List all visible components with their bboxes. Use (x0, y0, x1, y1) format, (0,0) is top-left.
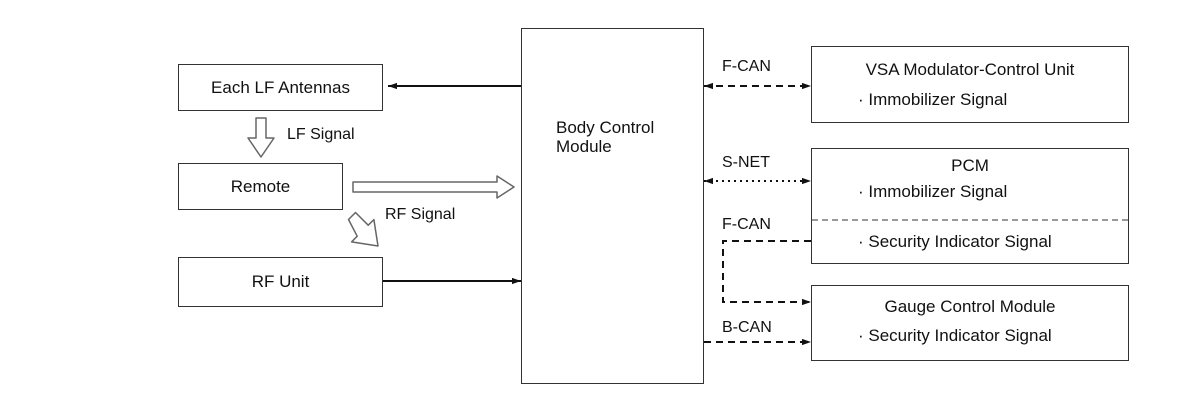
gauge-security-signal: · Security Indicator Signal (858, 326, 1052, 345)
fcan-pcm-gauge-link (722, 240, 811, 306)
pcm-divider (812, 219, 1128, 221)
rf-signal-arrow (347, 211, 379, 247)
vsa-signal: · Immobilizer Signal (858, 90, 1008, 109)
remote-label: Remote (230, 177, 291, 196)
rf-signal-label: RF Signal (385, 206, 456, 223)
pcm-security-signal: · Security Indicator Signal (858, 232, 1052, 251)
remote-to-bcm-arrow (352, 175, 515, 199)
vsa-box: VSA Modulator-Control Unit · Immobilizer… (811, 46, 1129, 123)
bcan-label: B-CAN (722, 319, 772, 336)
body-control-module-box: Body Control Module (521, 28, 704, 384)
lf-signal-arrow (247, 117, 275, 158)
rf-unit-label: RF Unit (251, 272, 310, 291)
bcm-label-line1: Body Control (556, 118, 655, 137)
pcm-immobilizer-signal: · Immobilizer Signal (858, 182, 1008, 201)
lf-signal-label: LF Signal (287, 126, 355, 143)
lf-antennas-label: Each LF Antennas (211, 78, 350, 97)
pcm-box: PCM · Immobilizer Signal · Security Indi… (811, 148, 1129, 264)
snet-label: S-NET (722, 154, 770, 171)
bcm-label-line2: Module (556, 137, 612, 156)
lf-antennas-box: Each LF Antennas (178, 64, 383, 111)
fcan-top-label: F-CAN (722, 58, 771, 75)
gauge-title: Gauge Control Module (884, 297, 1056, 316)
pcm-title: PCM (951, 156, 989, 175)
gauge-box: Gauge Control Module · Security Indicato… (811, 285, 1129, 361)
vsa-title: VSA Modulator-Control Unit (865, 60, 1075, 79)
remote-box: Remote (178, 163, 343, 210)
fcan-mid-label: F-CAN (722, 216, 771, 233)
rf-unit-box: RF Unit (178, 257, 383, 307)
